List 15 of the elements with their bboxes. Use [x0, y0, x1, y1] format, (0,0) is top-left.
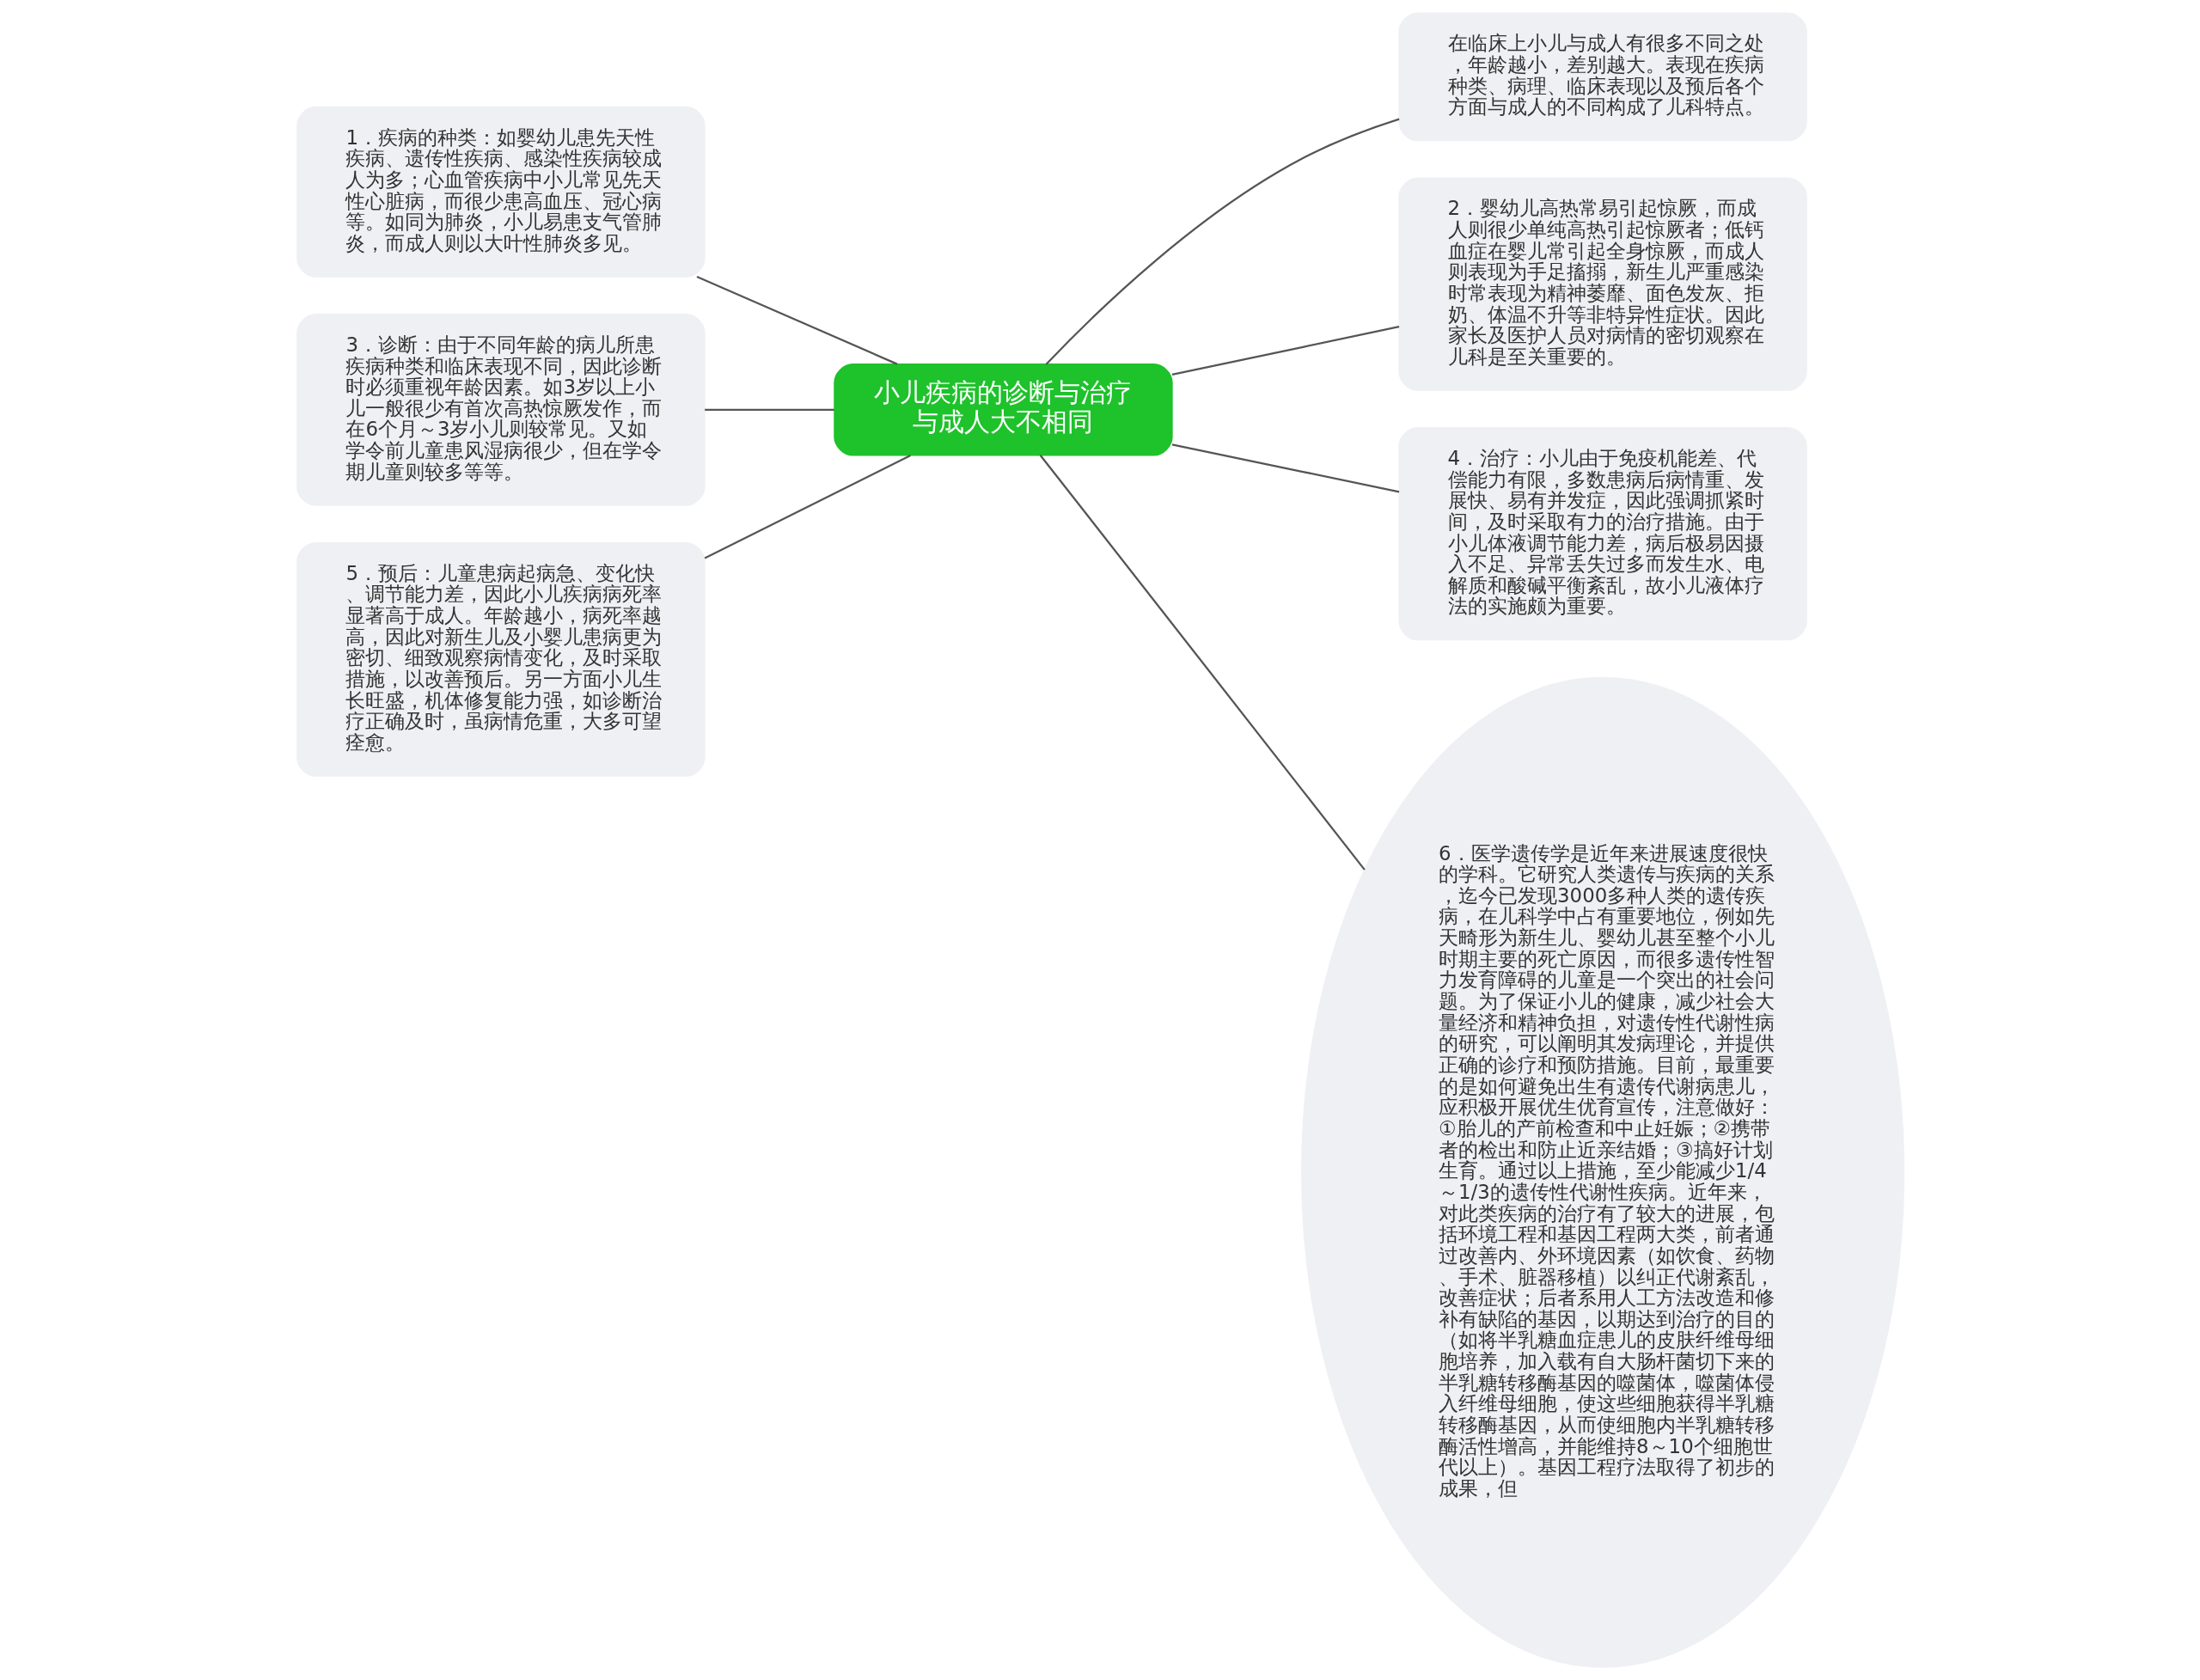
connector [704, 454, 911, 559]
node-ellipse: 6．医学遗传学是近年来进展速度很快的学科。它研究人类遗传与疾病的关系，迄今已发现3000多种人类的遗传疾病，在儿科学中占有重要地位，例如先天畸形为新生儿、婴幼儿甚至整个小儿时期主要的死亡原因，而很多遗传性智力发育障碍的儿童是一个突出的社会问题。为了保证小儿的健康，减少社会大量经济和精神负担，对遗传性代谢性病的研究，可以阐明其发病理论，并提供正确的诊疗和预防措施。目前，最重要的是如何避免出生有遗传代谢病患儿，应积极开展优生优育宣传，注意做好：①胎儿的产前检查和中止妊娠；②携带者的检出和防止近亲结婚；③搞好计划生育。通过以上措施，至少能减少1/4～1/3的遗传性代谢性疾病。近年来，对此类疾病的治疗有了较大的进展，包括环境工程和基因工程两大类，前者通过改善内、外环境因素（如饮食、药物、手术、脏器移植）以纠正代谢紊乱，改善症状；后者系用人工方法改造和修补有缺陷的基因，以期达到治疗的目的（如将半乳糖血症患儿的皮肤纤维母细胞培养，加入载有自大肠杆菌切下来的半乳糖转移酶基因的噬菌体，噬菌体侵入纤维母细胞，使这些细胞获得半乳糖转移酶基因，从而使细胞内半乳糖转移酶活性增高，并能维持8～10个细胞世代以上）。基因工程疗法取得了初步的成果，但 [1300, 676, 1904, 1668]
connector [696, 275, 897, 365]
node-box: 5．预后：儿童患病起病急、变化快、调节能力差，因此小儿疾病病死率显著高于成人。年龄越小，病死率越高，因此对新生儿及小婴儿患病更为密切、细致观察病情变化，及时采取措施，以改善预后。另一方面小儿生长旺盛，机体修复能力强，如诊断治疗正确及时，虽病情危重，大多可望痊愈。 [296, 541, 706, 777]
node-box: 2．婴幼儿高热常易引起惊厥，而成人则很少单纯高热引起惊厥者；低钙血症在婴儿常引起全身惊厥，而成人则表现为手足搐搦，新生儿严重感染时常表现为精神萎靡、面色发灰、拒奶、体温不升等非特异性症状。因此家长及医护人员对病情的密切观察在儿科是至关重要的。 [1397, 177, 1807, 391]
node-box: 4．治疗：小儿由于免疫机能差、代偿能力有限，多数患病后病情重、发展快、易有并发症，因此强调抓紧时间，及时采取有力的治疗措施。由于小儿体液调节能力差，病后极易因摄入不足、异常丢失过多而发生水、电解质和酸碱平衡紊乱，故小儿液体疗法的实施颇为重要。 [1397, 427, 1807, 641]
node-box: 在临床上小儿与成人有很多不同之处，年龄越小，差别越大。表现在疾病种类、病理、临床表现以及预后各个方面与成人的不同构成了儿科特点。 [1397, 12, 1807, 142]
node-box: 小儿疾病的诊断与治疗与成人大不相同 [833, 363, 1173, 456]
connector [1045, 118, 1399, 365]
node-box: 3．诊断：由于不同年龄的病儿所患疾病种类和临床表现不同，因此诊断时必须重视年龄因素。如3岁以上小儿一般很少有首次高热惊厥发作，而在6个月～3岁小儿则较常见。又如学令前儿童患风湿病很少，但在学令期儿童则较多等等。 [296, 314, 706, 506]
connector [1039, 454, 1366, 871]
connector [704, 408, 834, 411]
node-box: 1．疾病的种类：如婴幼儿患先天性疾病、遗传性疾病、感染性疾病较成人为多；心血管疾病中小儿常见先天性心脏病，而很少患高血压、冠心病等。如同为肺炎，小儿易患支气管肺炎，而成人则以大叶性肺炎多见。 [296, 106, 706, 278]
connector [1171, 326, 1399, 376]
connector [1171, 443, 1399, 493]
